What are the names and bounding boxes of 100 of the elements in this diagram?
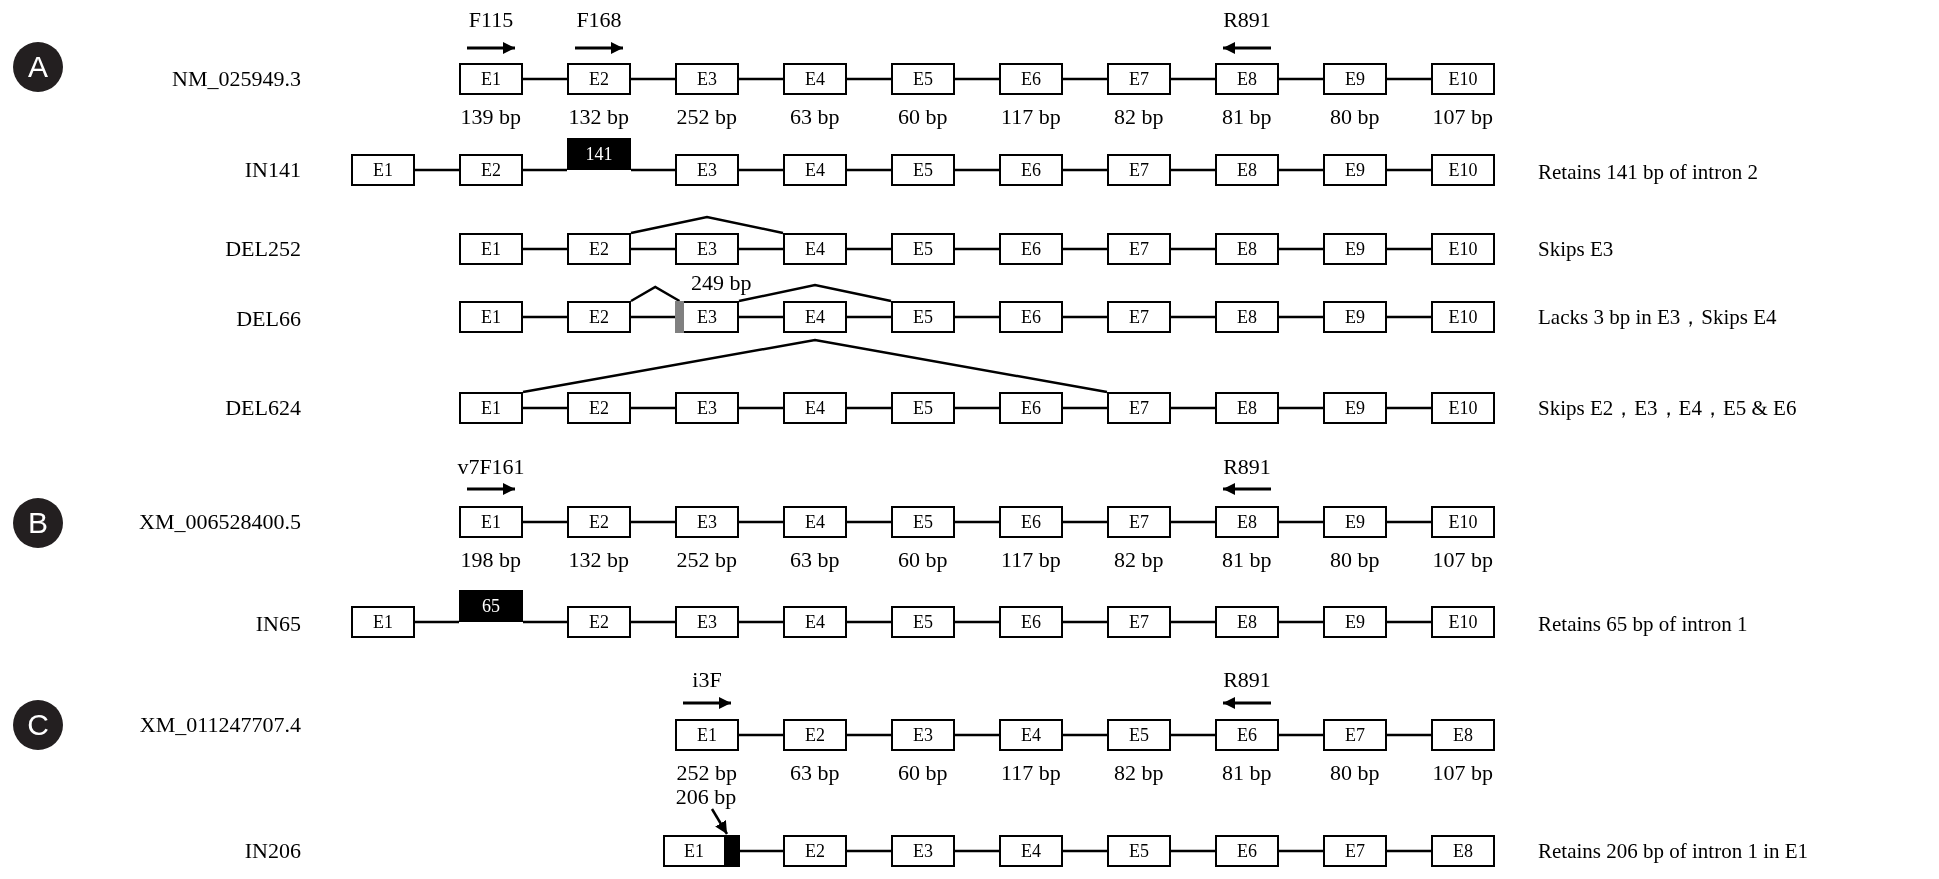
exon-box [891, 719, 955, 751]
intron-line [739, 620, 783, 624]
exon-box [1431, 606, 1495, 638]
exon-label: E5 [913, 513, 933, 531]
exon-box [1107, 506, 1171, 538]
intron-line [955, 520, 999, 524]
exon-box [675, 154, 739, 186]
exon-box [1215, 233, 1279, 265]
exon-label: E3 [697, 399, 717, 417]
exon-label: E2 [805, 842, 825, 860]
exon-box [1323, 606, 1387, 638]
intron-line [1171, 247, 1215, 251]
size-label: 80 bp [1330, 105, 1380, 129]
exon-label: E9 [1345, 513, 1365, 531]
exon-label: E9 [1345, 240, 1365, 258]
size-label: 60 bp [898, 548, 948, 572]
exon-label: E4 [805, 240, 825, 258]
intron-line [847, 168, 891, 172]
exon-label: E1 [481, 308, 501, 326]
exon-box [999, 154, 1063, 186]
intron-line [1063, 849, 1107, 853]
exon-label: E4 [805, 399, 825, 417]
size-label: 60 bp [898, 105, 948, 129]
intron-line [1063, 315, 1107, 319]
exon-box [675, 392, 739, 424]
intron-line [955, 168, 999, 172]
exon-label: E8 [1453, 726, 1473, 744]
exon-label: E4 [805, 613, 825, 631]
exon-box [1323, 835, 1387, 867]
exon-label: E5 [913, 399, 933, 417]
exon-label: E3 [697, 240, 717, 258]
exon-label: E7 [1345, 726, 1365, 744]
exon-label: E7 [1129, 308, 1149, 326]
exon-label: E8 [1453, 842, 1473, 860]
splice-line [522, 338, 1108, 394]
exon-box [1215, 63, 1279, 95]
exon-label: E7 [1345, 842, 1365, 860]
intron-line [955, 849, 999, 853]
intron-line [955, 247, 999, 251]
panel-badge [13, 42, 63, 92]
primer-label: F168 [575, 8, 623, 32]
splice-line [738, 283, 892, 303]
exon-box [1431, 301, 1495, 333]
exon-box [999, 392, 1063, 424]
intron-line [1387, 520, 1431, 524]
exon-box [891, 63, 955, 95]
exon-box [1215, 154, 1279, 186]
size-label: 63 bp [790, 105, 840, 129]
size-label: 82 bp [1114, 548, 1164, 572]
variant-note: Lacks 3 bp in E3，Skips E4 [1538, 305, 1777, 329]
transcript-name: DEL624 [225, 396, 301, 420]
intron-line [1171, 315, 1215, 319]
exon-box [891, 392, 955, 424]
variant-note: Skips E2，E3，E4，E5 & E6 [1538, 396, 1797, 420]
intron-line [955, 733, 999, 737]
exon-label: E6 [1021, 513, 1041, 531]
exon-box [1215, 719, 1279, 751]
exon-label: E1 [481, 513, 501, 531]
exon-box [1215, 506, 1279, 538]
exon-box [1107, 606, 1171, 638]
exon-label: E8 [1237, 308, 1257, 326]
intron-line [1063, 247, 1107, 251]
intron-line [1387, 620, 1431, 624]
primer-label: v7F161 [456, 455, 526, 479]
transcript-name: DEL252 [225, 237, 301, 261]
transcript-name: IN65 [255, 612, 301, 636]
exon-box [783, 63, 847, 95]
exon-label: E2 [589, 70, 609, 88]
transcript-name: XM_011247707.4 [139, 713, 301, 737]
intron-line [1387, 733, 1431, 737]
exon-label: E10 [1448, 70, 1478, 88]
exon-box [783, 392, 847, 424]
exon-label: E4 [805, 513, 825, 531]
exon-label: E1 [373, 161, 393, 179]
exon-label: E8 [1237, 399, 1257, 417]
splice-line [630, 215, 784, 235]
exon-box [783, 154, 847, 186]
exon-label: E10 [1448, 613, 1478, 631]
exon-box [675, 506, 739, 538]
exon-label: E7 [1129, 399, 1149, 417]
intron-line [1171, 77, 1215, 81]
exon-label: E4 [805, 70, 825, 88]
intron-line [1063, 77, 1107, 81]
intron-line [739, 315, 783, 319]
intron-line [523, 315, 567, 319]
exon-box [1431, 835, 1495, 867]
exon-box [1431, 233, 1495, 265]
exon-box [1323, 63, 1387, 95]
intron-line [523, 406, 567, 410]
size-label: 63 bp [790, 548, 840, 572]
exon-label: E4 [805, 161, 825, 179]
exon-box [783, 233, 847, 265]
exon-box [459, 301, 523, 333]
exon-label: E4 [805, 308, 825, 326]
exon-box [1107, 719, 1171, 751]
intron-line [1171, 168, 1215, 172]
intron-line [1387, 315, 1431, 319]
exon-label: E2 [589, 308, 609, 326]
intron-line [523, 247, 567, 251]
variant-note: Retains 206 bp of intron 1 in E1 [1538, 839, 1809, 863]
